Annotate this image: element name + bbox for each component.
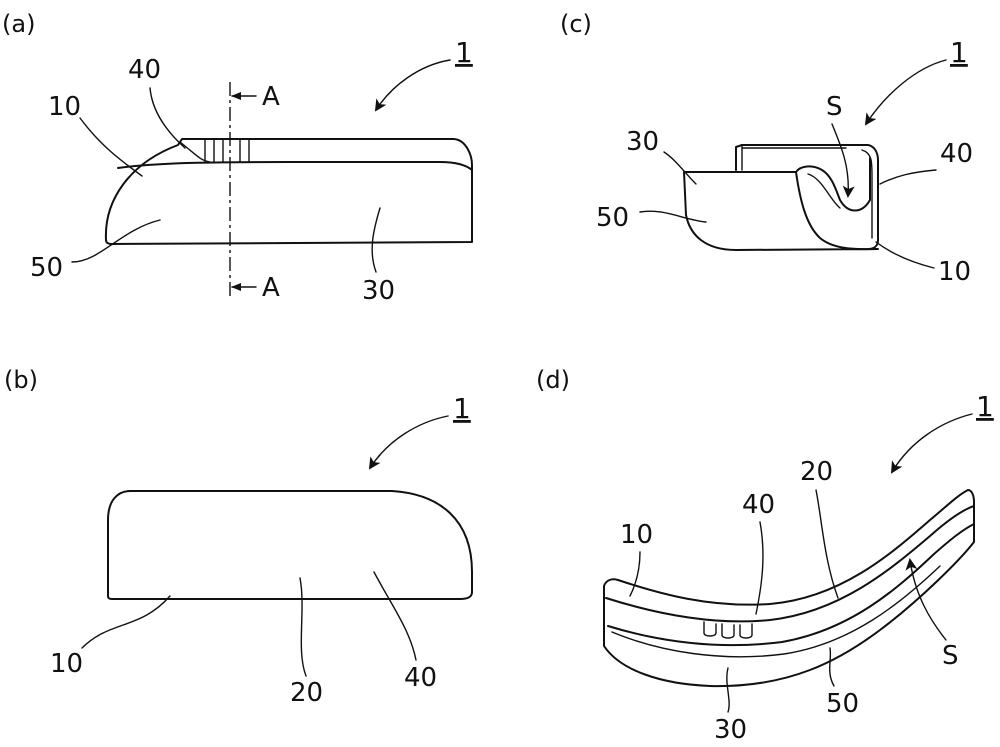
panel-d-callout-30: 30 (714, 715, 747, 745)
panel-a-leader-10 (79, 117, 143, 177)
panel-d-middle-curve (607, 523, 975, 647)
panel-a-leader-40 (149, 87, 186, 149)
panel-c-figure-ref: 1 (950, 36, 968, 69)
panel-d-callout-10: 10 (620, 520, 653, 550)
panel-b: (b) 1 10 20 40 (4, 366, 473, 708)
panel-d: (d) 1 20 40 10 S 50 30 (536, 366, 994, 745)
panel-d-leader-30 (726, 667, 730, 713)
panel-c-leader-30 (663, 151, 697, 185)
panel-d-arrow-s (905, 558, 947, 641)
panel-d-callout-s: S (942, 641, 959, 671)
panel-a-top-edge (179, 141, 211, 163)
panel-a-body-outline (104, 138, 473, 245)
panel-c-label: (c) (560, 10, 592, 38)
panel-a-figure-arrow (374, 59, 451, 112)
panel-c-leader-10 (875, 241, 935, 269)
panel-b-callout-20: 20 (290, 678, 323, 708)
panel-d-leader-10 (629, 551, 641, 597)
panel-d-callout-20: 20 (800, 457, 833, 487)
panel-d-leader-40 (755, 521, 764, 615)
panel-a-section-mark-top: A (262, 82, 280, 112)
panel-c-callout-40: 40 (940, 139, 973, 169)
panel-d-leader-20 (815, 489, 839, 599)
panel-a-leader-50 (71, 219, 161, 263)
panel-c: (c) 1 S 30 40 50 10 (560, 10, 973, 287)
panel-a-leader-30 (371, 207, 381, 273)
panel-b-label: (b) (4, 366, 38, 394)
panel-c-right-edge (861, 149, 873, 239)
panel-b-body-outline (107, 490, 473, 600)
panel-c-top-plate (735, 144, 879, 250)
panel-d-callout-50: 50 (826, 689, 859, 719)
panel-c-callout-50: 50 (596, 203, 629, 233)
panel-b-leader-40 (373, 571, 417, 661)
panel-b-leader-20 (299, 577, 307, 677)
panel-c-callout-10: 10 (938, 257, 971, 287)
panel-a-callout-30: 30 (362, 276, 395, 306)
panel-b-figure-arrow (368, 415, 449, 470)
panel-c-leader-40 (879, 169, 937, 185)
panel-c-leader-50 (639, 210, 707, 223)
panel-d-label: (d) (536, 366, 570, 394)
panel-c-front-face (683, 171, 879, 251)
panel-a: (a) A A 1 40 10 50 30 (2, 10, 473, 306)
panel-c-callout-30: 30 (626, 127, 659, 157)
panel-a-grip-ribs (204, 139, 250, 163)
panel-a-callout-10: 10 (48, 92, 81, 122)
panel-d-top-inner (605, 505, 975, 623)
panel-d-figure-ref: 1 (976, 390, 994, 423)
panel-a-top-ridge (117, 161, 473, 171)
panel-d-body-outline (603, 489, 975, 688)
panel-b-leader-10 (81, 595, 171, 649)
panel-b-callout-10: 10 (50, 649, 83, 679)
panel-d-figure-arrow (890, 413, 973, 474)
panel-b-figure-ref: 1 (453, 392, 471, 425)
panel-c-arrow-s (831, 123, 855, 198)
panel-d-lower-curve (611, 565, 941, 658)
panel-c-callout-s: S (826, 92, 843, 122)
panel-d-leader-50 (829, 647, 835, 687)
panel-a-figure-ref: 1 (455, 36, 473, 69)
panel-a-callout-50: 50 (30, 253, 63, 283)
panel-a-label: (a) (2, 10, 35, 38)
panel-c-figure-arrow (864, 59, 947, 126)
panel-d-callout-40: 40 (742, 490, 775, 520)
panel-a-section-mark-bottom: A (262, 273, 280, 303)
panel-c-slot-inner (807, 173, 841, 209)
panel-b-callout-40: 40 (404, 663, 437, 693)
panel-c-slot (795, 157, 871, 212)
panel-a-callout-40: 40 (128, 55, 161, 85)
panel-d-grip-tabs (703, 621, 753, 639)
